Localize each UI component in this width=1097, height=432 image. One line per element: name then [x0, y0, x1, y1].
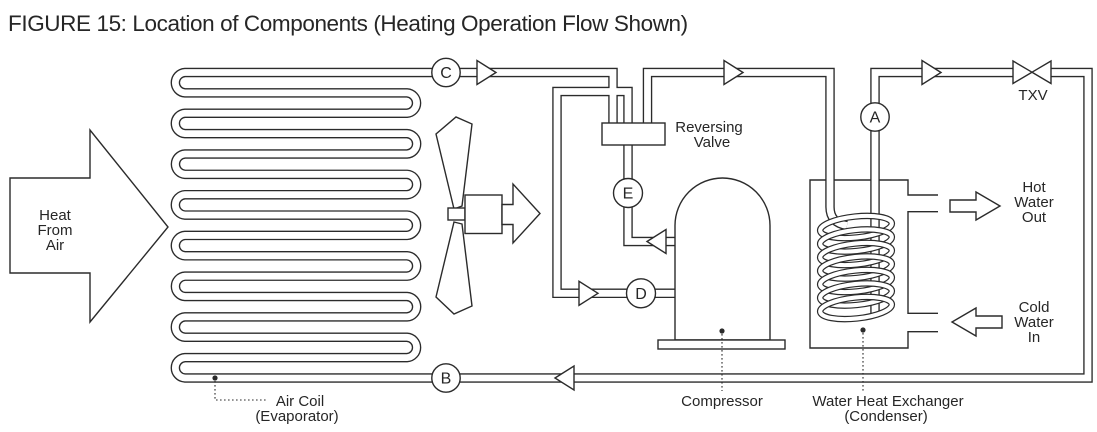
condenser-coil-turn: [818, 213, 894, 241]
diagram-labels: Heat From Air Reversing Valve TXV Hot Wa…: [38, 87, 1054, 425]
water-heat-exchanger-label-2: (Condenser): [844, 408, 927, 425]
heat-from-air-arrow: [9, 128, 169, 324]
condenser-coil-turn: [818, 267, 894, 295]
checkpoint-a-circle: [860, 102, 890, 132]
checkpoint-a-label: A: [870, 110, 881, 127]
checkpoint-e-label: E: [623, 186, 634, 203]
fan-assembly: [435, 116, 541, 315]
reversing-valve-label-2: Valve: [694, 134, 730, 151]
flow-arrow-right-icon: [921, 59, 943, 86]
condenser-coil-turn: [818, 281, 894, 308]
checkpoint-c-circle: [431, 57, 461, 88]
cold-water-in-label-3: In: [1028, 329, 1041, 346]
txv-label: TXV: [1018, 87, 1047, 104]
txv-valve: [1012, 59, 1052, 85]
heat-from-air-label-2: From: [38, 222, 73, 239]
water-tank-outline: [809, 179, 938, 349]
compressor-label: Compressor: [681, 393, 763, 410]
fan-hub: [447, 207, 466, 221]
checkpoint-e-circle: [612, 177, 644, 209]
callout-leaders: [212, 327, 866, 401]
flow-arrow-right-icon: [476, 59, 498, 86]
checkpoint-b-circle: [431, 363, 461, 393]
reversing-valve-label-1: Reversing: [675, 119, 743, 136]
tank-port-line: [907, 211, 938, 314]
air-coil-label-2: (Evaporator): [255, 408, 338, 425]
checkpoint-d-circle: [625, 278, 657, 309]
checkpoint-markers: A B C D E: [431, 57, 890, 393]
compressor-leader-dot: [719, 328, 725, 334]
flow-arrow-left-icon: [645, 228, 667, 255]
flow-arrows: [476, 59, 943, 392]
fan-airflow-arrow: [501, 182, 541, 245]
condenser-coil-turn: [818, 227, 894, 254]
figure-title: FIGURE 15: Location of Components (Heati…: [8, 11, 688, 36]
flow-arrow-left-icon: [553, 364, 575, 392]
hot-water-out-label-3: Out: [1022, 209, 1047, 226]
refrigerant-piping: [170, 67, 1093, 383]
cold-water-in-label-2: Water: [1014, 314, 1053, 331]
tank-shell-line: [809, 179, 938, 349]
checkpoint-b-label: B: [441, 371, 452, 388]
pipe-outline: [170, 67, 1093, 383]
condenser-coil-turn: [818, 254, 894, 281]
compressor-base: [657, 339, 786, 350]
condenser-leader-dot: [860, 327, 866, 333]
fan-blade-upper: [435, 116, 473, 210]
txv-left-triangle: [1012, 59, 1034, 85]
air-coil-leader-dot: [212, 375, 218, 381]
heat-from-air-label-1: Heat: [39, 207, 72, 224]
condenser-coil: [816, 212, 896, 323]
air-coil-label-1: Air Coil: [276, 393, 324, 410]
cold-water-in-arrow: [950, 306, 1003, 338]
checkpoint-d-label: D: [635, 286, 647, 303]
hot-water-out-label-2: Water: [1014, 194, 1053, 211]
cold-water-in-label-1: Cold: [1019, 299, 1050, 316]
compressor-dome: [674, 177, 771, 341]
condenser-coil-turn: [818, 240, 894, 268]
pipe-core: [171, 69, 1092, 382]
txv-right-triangle: [1030, 59, 1052, 85]
hot-water-out-arrow: [949, 190, 1002, 222]
fan-motor: [464, 194, 503, 235]
flow-arrow-right-icon: [723, 59, 745, 86]
checkpoint-c-label: C: [440, 65, 452, 82]
heat-from-air-label-3: Air: [46, 237, 64, 254]
fan-blade-lower: [435, 221, 473, 315]
water-heat-exchanger-label-1: Water Heat Exchanger: [812, 393, 963, 410]
condenser-coil-turn: [818, 294, 894, 322]
reversing-valve-body: [601, 122, 666, 146]
hot-water-out-label-1: Hot: [1022, 179, 1046, 196]
flow-arrow-right-icon: [578, 280, 600, 307]
air-coil-leader-line: [214, 381, 268, 401]
